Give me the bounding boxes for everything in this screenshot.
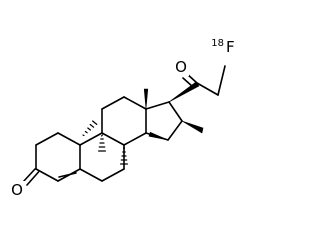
ring-b xyxy=(79,132,125,182)
double-bond-line xyxy=(58,172,77,178)
bond xyxy=(123,132,147,146)
bond xyxy=(101,132,125,146)
bond xyxy=(35,132,59,146)
bond xyxy=(79,168,103,182)
wedge-bond xyxy=(148,132,169,141)
molecule-structure: O O 18 F xyxy=(9,34,240,199)
bond xyxy=(79,132,103,146)
oxygen-label-side-chain: O xyxy=(175,58,187,76)
bond xyxy=(35,168,59,182)
carbonyl-double-bond-line xyxy=(22,168,36,183)
wedge-bond xyxy=(143,88,149,110)
bond xyxy=(101,96,125,110)
wedge-bond xyxy=(181,120,204,134)
bond xyxy=(123,96,147,110)
bond xyxy=(57,132,81,146)
fluorine-label: F xyxy=(226,38,235,56)
oxygen-label-ring-a: O xyxy=(11,181,23,199)
ring-a-ketone xyxy=(22,168,40,186)
isotope-label-18: 18 xyxy=(211,38,224,49)
ring-c xyxy=(101,96,147,146)
bond xyxy=(196,82,219,96)
bond xyxy=(167,120,183,141)
hash-bond xyxy=(119,147,129,165)
stereo-bonds xyxy=(143,81,204,141)
hashed-bonds xyxy=(82,120,129,165)
hash-bond xyxy=(82,120,98,137)
hash-bond xyxy=(97,134,107,152)
atom-labels: O O 18 F xyxy=(9,34,240,199)
carbonyl-double-bond-line xyxy=(26,171,40,186)
ring-a xyxy=(35,132,81,182)
bond xyxy=(217,65,226,96)
bond xyxy=(145,101,170,110)
bond xyxy=(168,101,183,122)
wedge-bond xyxy=(168,81,200,103)
bond xyxy=(101,168,125,182)
